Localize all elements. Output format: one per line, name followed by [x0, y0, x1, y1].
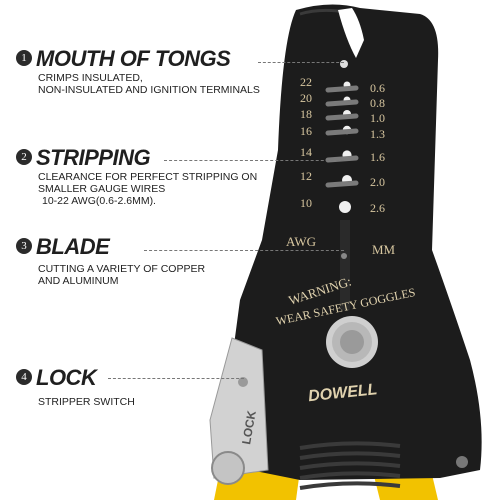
tool-body — [231, 4, 482, 480]
mm-2-6: 2.6 — [370, 201, 385, 215]
callout-desc-stripping: CLEARANCE FOR PERFECT STRIPPING ON SMALL… — [38, 171, 257, 207]
awg-16: 16 — [300, 124, 312, 138]
pivot-bolt — [326, 316, 378, 368]
awg-14: 14 — [300, 145, 312, 159]
callout-title-mouth-of-tongs: MOUTH OF TONGS — [36, 46, 231, 71]
lock-lever: LOCK — [209, 337, 269, 485]
callout-title-stripping: STRIPPING — [36, 145, 151, 170]
desc-line: AND ALUMINUM — [38, 275, 119, 287]
leader-line-1 — [258, 62, 344, 63]
callout-title-blade: BLADE — [36, 234, 110, 259]
awg-scale: 22 20 18 16 14 12 10 — [300, 75, 312, 210]
desc-line: NON-INSULATED AND IGNITION TERMINALS — [38, 84, 260, 96]
awg-label: AWG — [286, 234, 316, 249]
callout-title-lock: LOCK — [36, 365, 97, 390]
callout-number-1: 1 — [16, 50, 32, 66]
mm-1-0: 1.0 — [370, 111, 385, 125]
callout-number-4: 4 — [16, 369, 32, 385]
callout-desc-lock: STRIPPER SWITCH — [38, 396, 135, 408]
mm-1-6: 1.6 — [370, 150, 385, 164]
awg-12: 12 — [300, 169, 312, 183]
awg-18: 18 — [300, 107, 312, 121]
callout-desc-blade: CUTTING A VARIETY OF COPPER AND ALUMINUM — [38, 263, 205, 287]
blade-rivet — [341, 253, 347, 259]
desc-line: 10-22 AWG(0.6-2.6MM). — [42, 195, 156, 207]
lock-knob — [211, 451, 245, 485]
desc-line: SMALLER GAUGE WIRES — [38, 183, 166, 195]
desc-line: CRIMPS INSULATED, — [38, 72, 143, 84]
callout-desc-mouth-of-tongs: CRIMPS INSULATED, NON-INSULATED AND IGNI… — [38, 72, 260, 96]
blade-channel — [340, 220, 350, 310]
leader-line-3 — [144, 250, 344, 251]
callout-number-3: 3 — [16, 238, 32, 254]
desc-line: STRIPPER SWITCH — [38, 396, 135, 408]
mm-scale: 0.6 0.8 1.0 1.3 1.6 2.0 2.6 — [370, 81, 385, 215]
awg-20: 20 — [300, 91, 312, 105]
spring-coil — [299, 441, 401, 490]
mm-1-3: 1.3 — [370, 127, 385, 141]
blade-teeth — [325, 85, 359, 188]
callout-number-2: 2 — [16, 149, 32, 165]
lock-engraving: LOCK — [239, 409, 259, 445]
desc-line: CUTTING A VARIETY OF COPPER — [38, 263, 206, 275]
jaw-notch — [338, 8, 364, 58]
leader-line-4 — [108, 378, 244, 379]
leader-line-2 — [164, 160, 344, 161]
mm-0-8: 0.8 — [370, 96, 385, 110]
mm-0-6: 0.6 — [370, 81, 385, 95]
desc-line: CLEARANCE FOR PERFECT STRIPPING ON — [38, 171, 258, 183]
bottom-rivet — [456, 456, 468, 468]
mm-2-0: 2.0 — [370, 175, 385, 189]
awg-22: 22 — [300, 75, 312, 89]
mm-label: MM — [372, 242, 396, 257]
awg-10: 10 — [300, 196, 312, 210]
